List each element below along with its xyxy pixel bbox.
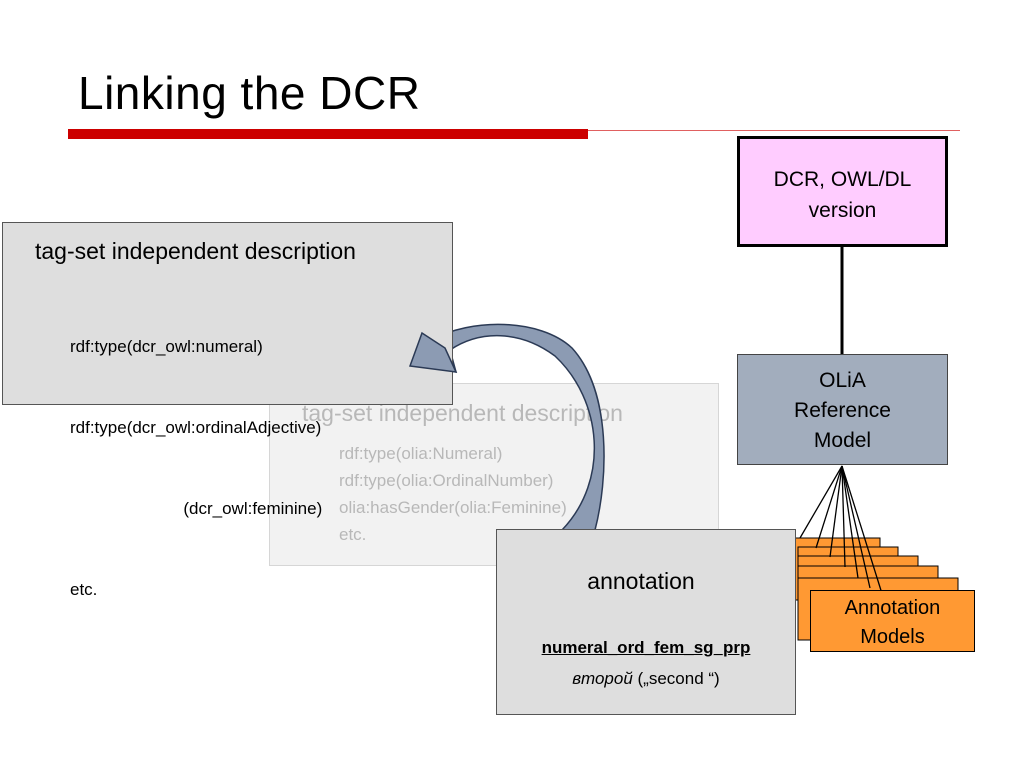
olia-description-line: etc.: [339, 525, 367, 544]
dcr-owl-label-line2: version: [808, 199, 877, 222]
olia-description-line: olia:hasGender(olia:Feminine): [339, 498, 567, 517]
olia-label-line2: Reference: [794, 399, 891, 422]
annotation-gloss: второй („second “): [497, 669, 795, 689]
dcr-description-line: etc.: [70, 580, 98, 599]
title-underline-thick: [68, 129, 588, 139]
title-underline-thin: [588, 130, 960, 131]
olia-fan-lines: [799, 465, 885, 601]
annotation-models-line2: Models: [860, 626, 925, 648]
annotation-translation: („second “): [637, 669, 720, 688]
annotation-tag: numeral_ord_fem_sg_prp: [541, 638, 751, 657]
dcr-description-line: rdf:type(dcr_owl:ordinalAdjective): [70, 418, 322, 437]
olia-description-line: rdf:type(olia:OrdinalNumber): [339, 471, 554, 490]
olia-reference-model-box: OLiA Reference Model: [737, 354, 948, 465]
dcr-description-line: rdf:type(dcr_owl:numeral): [70, 337, 263, 356]
olia-label-line3: Model: [813, 429, 872, 452]
annotation-models-box: Annotation Models: [810, 590, 975, 652]
dcr-description-heading: tag-set independent description: [35, 238, 356, 264]
arrow-head-icon: [408, 331, 458, 373]
olia-description-box: tag-set independent description rdf:type…: [269, 383, 719, 566]
annotation-word: второй: [572, 669, 633, 688]
dcr-description-box: tag-set independent description rdf:type…: [2, 222, 453, 599]
olia-label-line1: OLiA: [819, 369, 866, 392]
dcr-owl-box: DCR, OWL/DL version: [737, 136, 948, 247]
slide-title: Linking the DCR: [78, 67, 421, 119]
olia-description-lines: rdf:type(olia:Numeral) rdf:type(olia:Ord…: [339, 440, 567, 548]
dcr-description-line: (dcr_owl:feminine): [70, 499, 323, 518]
dcr-owl-label-line1: DCR, OWL/DL: [773, 168, 912, 191]
annotation-box: annotation numeral_ord_fem_sg_prp второй…: [496, 529, 796, 715]
annotation-heading: annotation: [587, 568, 695, 594]
dcr-description-lines: rdf:type(dcr_owl:numeral) rdf:type(dcr_o…: [70, 279, 322, 657]
annotation-models-line1: Annotation: [844, 597, 941, 619]
olia-description-line: rdf:type(olia:Numeral): [339, 444, 503, 463]
